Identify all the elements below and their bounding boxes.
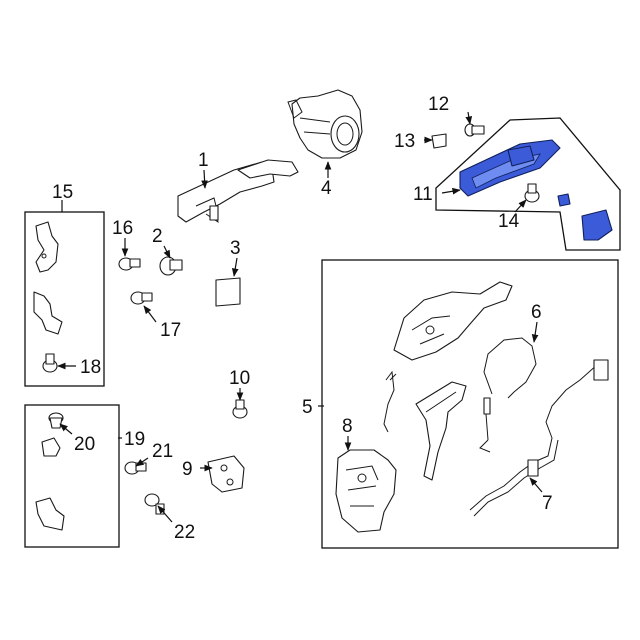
- part-15-group-box: [24, 211, 105, 387]
- callout-2: 2: [152, 226, 163, 247]
- callout-10: 10: [229, 368, 250, 389]
- part-4-lock-cylinder-housing[interactable]: [287, 89, 363, 159]
- part-9-striker[interactable]: [207, 455, 245, 493]
- part-8-latch[interactable]: [335, 449, 397, 533]
- callout-19: 19: [124, 429, 145, 450]
- leader-lines: [57, 111, 543, 523]
- part-21-bolt[interactable]: [124, 461, 147, 475]
- part-5-bracket[interactable]: [415, 381, 467, 481]
- part-1-handle-bracket[interactable]: [177, 159, 299, 224]
- part-2-screw[interactable]: [159, 256, 183, 276]
- part-11-group-outline: [435, 117, 621, 251]
- part-19-group-box: [24, 404, 120, 548]
- part-14-screw[interactable]: [524, 183, 540, 203]
- part-5-rod[interactable]: [383, 370, 397, 433]
- part-11-handle-housing[interactable]: [459, 139, 561, 197]
- callout-4: 4: [321, 178, 332, 199]
- callout-6: 6: [531, 302, 542, 323]
- part-15-hinge-lower[interactable]: [33, 291, 63, 335]
- callout-labels: 1 2 3 4 5 6 7 8 9 10 11 12 13 14 15 16 1…: [52, 94, 553, 543]
- callout-22: 22: [174, 522, 195, 543]
- callout-11: 11: [413, 184, 433, 205]
- part-16-bolt[interactable]: [118, 257, 141, 271]
- part-15-hinge-upper[interactable]: [35, 221, 59, 273]
- callout-13: 13: [394, 131, 415, 152]
- part-22-bolt[interactable]: [144, 493, 165, 515]
- callout-15: 15: [52, 182, 73, 203]
- part-20-clip[interactable]: [48, 412, 64, 429]
- callout-14: 14: [498, 211, 520, 232]
- part-3-pad[interactable]: [215, 277, 241, 307]
- part-5-inner-handle[interactable]: [393, 281, 513, 361]
- callout-17: 17: [160, 320, 181, 341]
- callout-20: 20: [74, 434, 95, 455]
- part-17-bolt[interactable]: [130, 291, 153, 305]
- part-5-group-box: [321, 259, 619, 549]
- part-12-screw[interactable]: [464, 123, 485, 137]
- callout-12: 12: [428, 94, 449, 115]
- part-11-end-cap[interactable]: [581, 209, 613, 241]
- part-7-cable[interactable]: [469, 359, 609, 517]
- callout-21: 21: [152, 441, 173, 462]
- part-13-clip[interactable]: [431, 133, 447, 149]
- callout-9: 9: [182, 459, 193, 480]
- part-10-bolt[interactable]: [232, 399, 248, 419]
- callout-16: 16: [112, 218, 133, 239]
- callout-18: 18: [80, 357, 101, 378]
- callout-5: 5: [302, 397, 313, 418]
- callout-1: 1: [198, 150, 209, 171]
- part-6-cable[interactable]: [479, 337, 537, 453]
- callout-8: 8: [342, 416, 353, 437]
- part-18-bolt[interactable]: [42, 353, 58, 373]
- part-19-hinge-lower[interactable]: [35, 497, 65, 531]
- callout-3: 3: [230, 238, 241, 259]
- part-11-small-cap[interactable]: [557, 193, 571, 207]
- callout-7: 7: [542, 493, 553, 514]
- part-19-hinge-upper[interactable]: [41, 437, 61, 457]
